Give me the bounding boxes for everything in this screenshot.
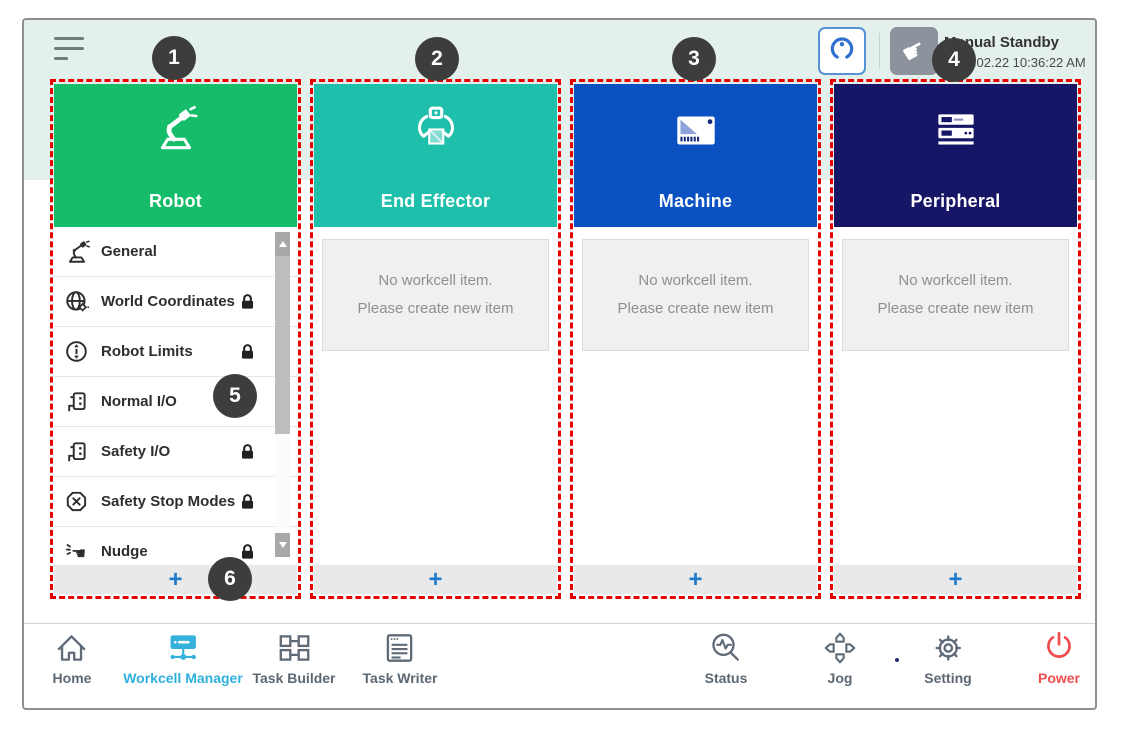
- column-title: End Effector: [380, 191, 491, 211]
- status-datetime: 2022.02.22 10:36:22 AM: [944, 55, 1086, 70]
- limits-icon: [64, 339, 90, 365]
- scrollbar-thumb[interactable]: [275, 256, 290, 434]
- svg-text:☚: ☚: [71, 544, 86, 564]
- annotation-badge-3: 3: [672, 37, 716, 81]
- empty-state: No workcell item. Please create new item: [582, 239, 809, 351]
- status-icon: [712, 633, 740, 661]
- end-effector-mode-button[interactable]: [818, 27, 866, 75]
- add-robot-item-button[interactable]: +: [54, 565, 297, 594]
- robot-item-general[interactable]: General: [54, 227, 297, 277]
- power-icon: [1047, 631, 1071, 658]
- column-machine: Machine No workcell item. Please create …: [574, 84, 817, 594]
- lock-icon: [238, 492, 257, 511]
- lock-icon: [238, 292, 257, 311]
- robot-item-safety-stop-modes[interactable]: Safety Stop Modes: [54, 477, 297, 527]
- io-port-icon: [64, 439, 90, 465]
- item-label: World Coordinates: [101, 293, 235, 310]
- nav-task-builder[interactable]: Task Builder: [253, 629, 336, 686]
- nav-status[interactable]: Status: [705, 629, 747, 686]
- hamburger-menu-icon[interactable]: [54, 37, 84, 63]
- jog-dpad-icon: [824, 632, 856, 664]
- peripheral-icon: [929, 102, 983, 158]
- peripheral-item-list: No workcell item. Please create new item: [834, 227, 1077, 565]
- annotation-badge-2: 2: [415, 37, 459, 81]
- item-label: Safety I/O: [101, 443, 171, 460]
- small-dot: [895, 658, 899, 662]
- robot-arm-icon: [64, 239, 90, 265]
- robot-item-robot-limits[interactable]: Robot Limits: [54, 327, 297, 377]
- add-machine-item-button[interactable]: +: [574, 565, 817, 594]
- robot-item-world-coordinates[interactable]: World Coordinates: [54, 277, 297, 327]
- nav-setting[interactable]: Setting: [924, 629, 972, 686]
- workcell-manager-icon: [170, 635, 196, 660]
- globe-icon: [64, 289, 90, 315]
- gripper-claw-icon: [827, 34, 857, 69]
- add-end-effector-item-button[interactable]: +: [314, 565, 557, 594]
- column-title: Machine: [658, 191, 733, 211]
- robot-item-normal-io[interactable]: Normal I/O: [54, 377, 297, 427]
- scrollbar-track[interactable]: [275, 434, 290, 533]
- list-scrollbar[interactable]: [275, 232, 290, 557]
- item-label: Safety Stop Modes: [101, 493, 236, 510]
- nudge-hand-icon: ☚: [64, 539, 90, 565]
- gripper-icon: [409, 102, 463, 158]
- empty-state: No workcell item. Please create new item: [322, 239, 549, 351]
- lock-icon: [238, 542, 257, 561]
- annotation-badge-5: 5: [213, 374, 257, 418]
- nav-power[interactable]: Power: [1038, 629, 1080, 686]
- machine-item-list: No workcell item. Please create new item: [574, 227, 817, 565]
- machine-icon: [669, 102, 723, 158]
- annotation-badge-1: 1: [152, 36, 196, 80]
- scroll-up-button[interactable]: [275, 232, 290, 256]
- annotation-badge-4: 4: [932, 38, 976, 82]
- topbar-divider: [879, 33, 880, 69]
- column-end-effector: End Effector No workcell item. Please cr…: [314, 84, 557, 594]
- task-builder-icon: [279, 635, 309, 661]
- item-label: Robot Limits: [101, 343, 193, 360]
- bottom-nav-divider: [24, 623, 1095, 624]
- robot-status: Manual Standby 2022.02.22 10:36:22 AM: [944, 34, 1086, 70]
- robot-arm-icon: [149, 102, 203, 158]
- annotation-badge-6: 6: [208, 557, 252, 601]
- io-port-icon: [64, 389, 90, 415]
- item-label: General: [101, 243, 157, 260]
- item-label: Nudge: [101, 543, 148, 560]
- item-label: Normal I/O: [101, 393, 177, 410]
- status-mode-label: Manual Standby: [944, 34, 1060, 51]
- column-robot: Robot General: [54, 84, 297, 594]
- lock-icon: [238, 342, 257, 361]
- peripheral-header-card: Peripheral: [834, 84, 1077, 227]
- robot-header-card: Robot: [54, 84, 297, 227]
- column-title: Peripheral: [910, 191, 1001, 211]
- hand-guide-button[interactable]: ☛: [890, 27, 938, 75]
- column-peripheral: Peripheral No workcell item. Please crea…: [834, 84, 1077, 594]
- gear-icon: [935, 635, 961, 661]
- robot-item-nudge[interactable]: ☚ Nudge: [54, 527, 297, 565]
- robot-item-safety-io[interactable]: Safety I/O: [54, 427, 297, 477]
- nav-task-writer[interactable]: Task Writer: [363, 629, 437, 686]
- empty-state: No workcell item. Please create new item: [842, 239, 1069, 351]
- column-title: Robot: [149, 191, 202, 211]
- end-effector-header-card: End Effector: [314, 84, 557, 227]
- hand-icon: ☛: [896, 32, 932, 70]
- home-icon: [58, 635, 86, 661]
- lock-icon: [238, 442, 257, 461]
- nav-jog[interactable]: Jog: [821, 629, 859, 686]
- stop-octagon-icon: [64, 489, 90, 515]
- task-writer-icon: [387, 634, 413, 662]
- app-window: ☛ Manual Standby 2022.02.22 10:36:22 AM: [22, 18, 1097, 710]
- add-peripheral-item-button[interactable]: +: [834, 565, 1077, 594]
- robot-item-list: General World Coordinates: [54, 227, 297, 565]
- scroll-down-button[interactable]: [275, 533, 290, 557]
- machine-header-card: Machine: [574, 84, 817, 227]
- nav-home[interactable]: Home: [53, 629, 91, 686]
- end-effector-item-list: No workcell item. Please create new item: [314, 227, 557, 565]
- nav-workcell-manager[interactable]: Workcell Manager: [123, 629, 243, 686]
